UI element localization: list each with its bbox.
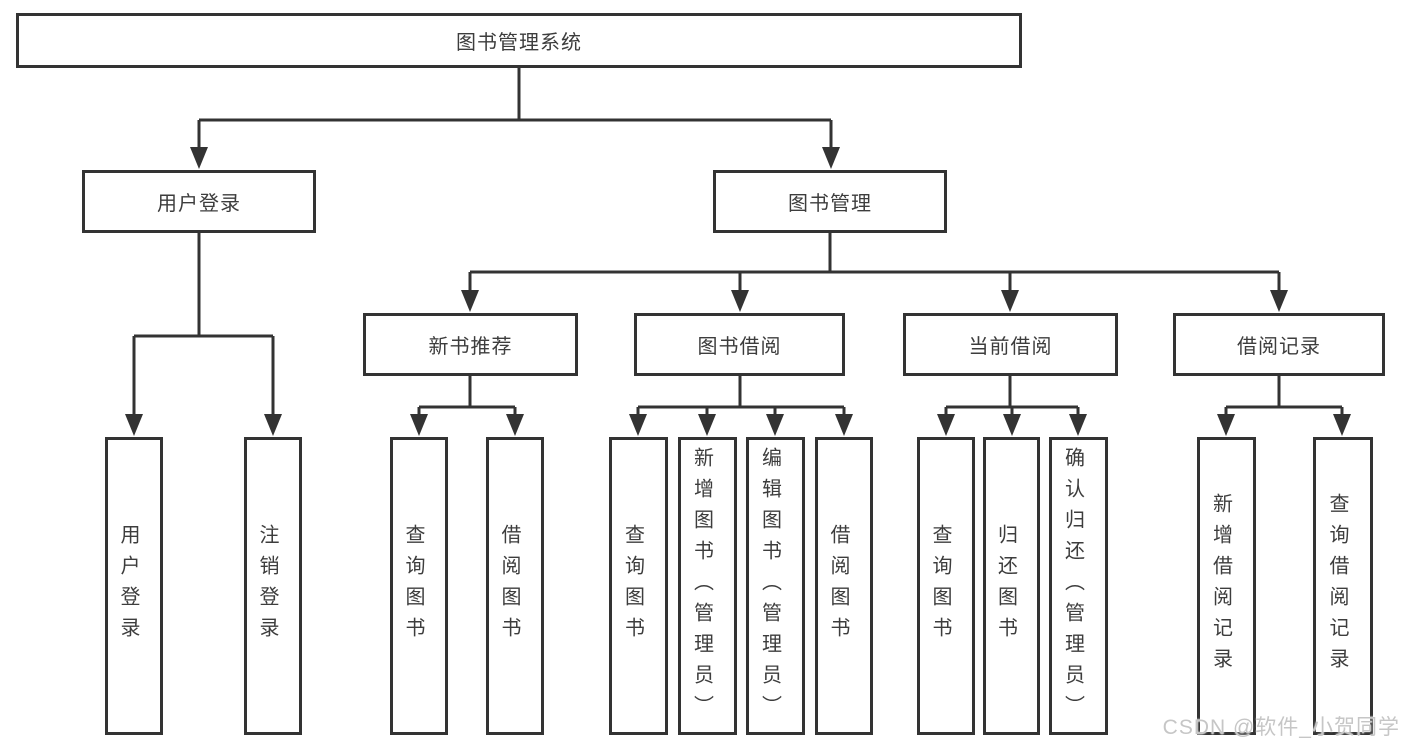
node-root-library-system: 图书管理系统 [16,13,1022,68]
connector-records-to-leaves [1224,376,1344,420]
leaf-logout: 注销登录 [244,437,302,735]
leaf-query-books-borrowing: 查询图书 [609,437,668,735]
leaf-query-books-recommend: 查询图书 [390,437,448,735]
leaf-edit-books-admin: 编辑图书（管理员） [746,437,805,735]
leaf-user-login: 用户登录 [105,437,163,735]
connector-bookborrow-to-leaves [636,376,846,420]
connector-userlogin-to-leaves [132,233,275,420]
node-book-borrowing: 图书借阅 [634,313,845,376]
connector-newbook-to-leaves [417,376,517,420]
node-user-login: 用户登录 [82,170,316,233]
leaf-borrow-books-borrowing: 借阅图书 [815,437,873,735]
node-new-book-recommend: 新书推荐 [363,313,578,376]
connector-bookmgmt-to-level3 [468,233,1281,294]
leaf-add-books-admin: 新增图书（管理员） [678,437,737,735]
leaf-query-borrow-record: 查询借阅记录 [1313,437,1373,735]
arrowheads [125,147,1351,436]
leaf-borrow-books-recommend: 借阅图书 [486,437,544,735]
connector-currentborrow-to-leaves [944,376,1080,420]
connector-root-to-level2 [197,68,833,150]
node-borrow-records: 借阅记录 [1173,313,1385,376]
node-book-management: 图书管理 [713,170,947,233]
leaf-confirm-return-admin: 确认归还（管理员） [1049,437,1108,735]
csdn-watermark: CSDN @软件_小贺同学 [1162,716,1400,739]
leaf-query-books-current: 查询图书 [917,437,975,735]
node-current-borrowing: 当前借阅 [903,313,1118,376]
leaf-return-books: 归还图书 [983,437,1040,735]
leaf-add-borrow-record: 新增借阅记录 [1197,437,1256,735]
